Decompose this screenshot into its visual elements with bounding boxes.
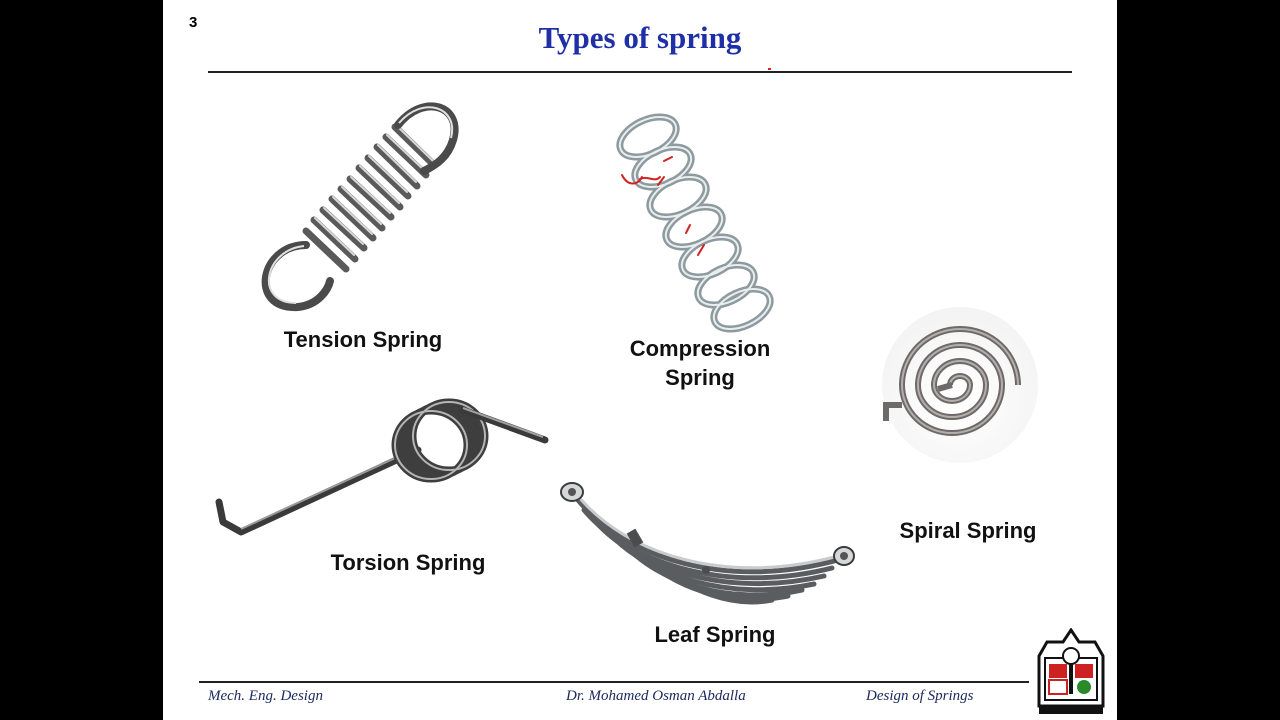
compression-spring-label-line1: Compression: [629, 336, 771, 361]
torsion-spring-image: [215, 398, 549, 536]
slide-number: 3: [189, 14, 198, 31]
tension-spring-label: Tension Spring: [283, 327, 443, 352]
leaf-spring-label: Leaf Spring: [654, 622, 776, 647]
torsion-spring-label: Torsion Spring: [330, 550, 486, 575]
footer-author: Dr. Mohamed Osman Abdalla: [566, 688, 746, 704]
leaf-spring-image: [560, 482, 855, 605]
footer-divider: [199, 681, 1029, 683]
footer-course: Mech. Eng. Design: [208, 688, 323, 704]
title-divider: [208, 71, 1072, 73]
footer-topic: Design of Springs: [866, 688, 974, 704]
compression-spring-label-line2: Spring: [665, 365, 735, 390]
annotation-mark: [768, 68, 771, 70]
compression-spring-image: [616, 113, 774, 333]
spiral-spring-label: Spiral Spring: [899, 518, 1037, 543]
slide: 3 Types of spring: [163, 0, 1117, 720]
page-title: Types of spring: [538, 20, 742, 55]
spiral-spring-image: [882, 307, 1038, 463]
university-logo-icon: [1037, 628, 1105, 714]
tension-spring-image: [261, 102, 459, 312]
